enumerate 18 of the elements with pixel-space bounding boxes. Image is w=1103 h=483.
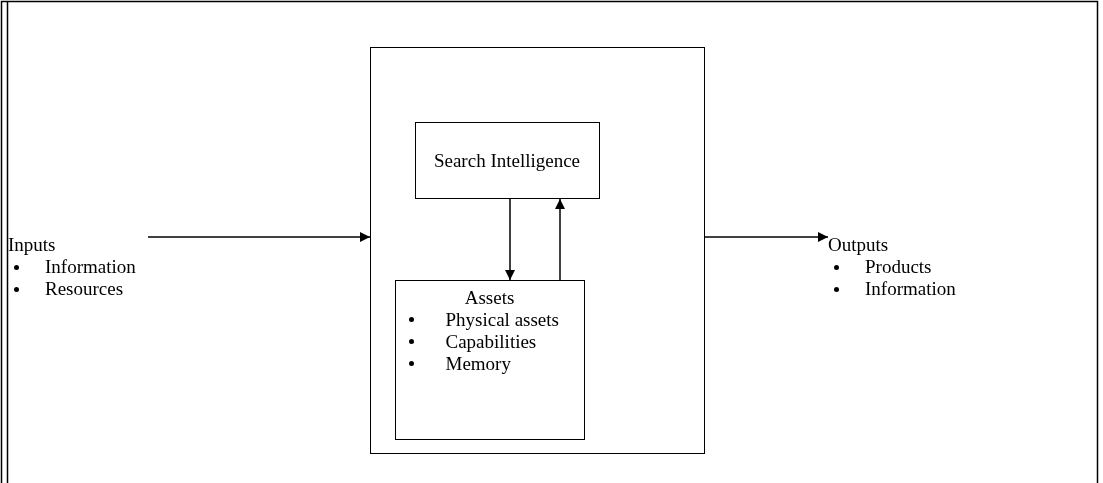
box-label: Search Intelligence (432, 148, 582, 173)
heading-text: Outputs (828, 234, 890, 256)
list-box (394, 279, 585, 440)
list-item: Physical assets (445, 308, 559, 331)
list-item: Information (45, 256, 137, 278)
heading-text: Inputs (8, 234, 57, 256)
outer-box (370, 47, 705, 454)
arrow (704, 232, 829, 242)
arrow (555, 198, 565, 281)
list-item: Memory (445, 352, 511, 375)
arrow (505, 198, 515, 281)
list-item: Capabilities (445, 330, 537, 353)
process-box (414, 121, 600, 199)
list-item: Products (865, 256, 933, 278)
heading-text: Assets (464, 286, 515, 309)
list-item: Resources (45, 278, 125, 300)
arrow (147, 232, 371, 242)
list-item: Information (865, 278, 957, 300)
